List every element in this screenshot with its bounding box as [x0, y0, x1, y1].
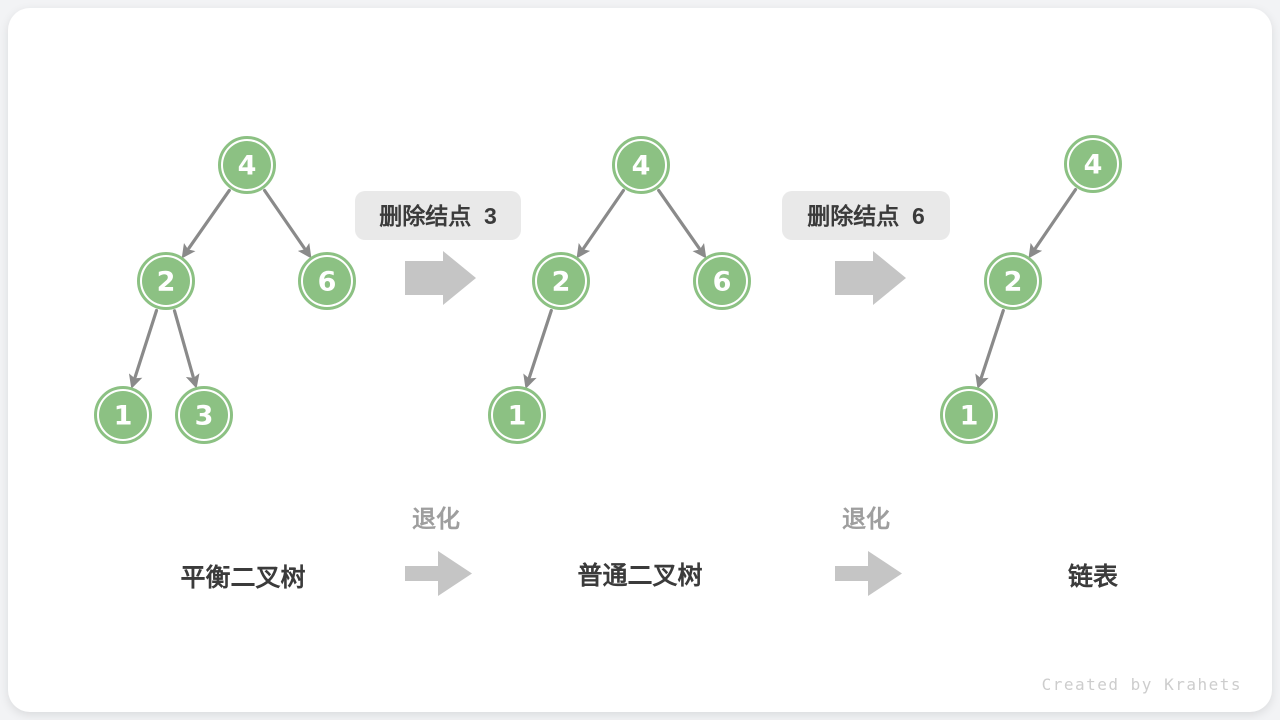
edge-4-6 — [657, 188, 707, 259]
edge-2-1 — [128, 308, 159, 389]
node-value: 1 — [114, 401, 133, 432]
tree-node: 4 — [612, 136, 670, 194]
tree-node: 2 — [532, 252, 590, 310]
tree-node: 6 — [298, 252, 356, 310]
node-value: 4 — [238, 151, 257, 182]
tree-ordinary-binary: 4 2 6 1 — [488, 136, 751, 444]
right-block-arrow-icon — [405, 251, 476, 305]
tree-node: 3 — [175, 386, 233, 444]
tree-linked-list: 4 2 1 — [940, 135, 1122, 444]
tree-node: 1 — [488, 386, 546, 444]
stage-label-ordinary: 普通二叉树 — [577, 561, 702, 590]
right-block-arrow-icon — [835, 251, 906, 305]
edge-2-3 — [172, 309, 200, 389]
tree-node: 2 — [137, 252, 195, 310]
diagram-card — [8, 8, 1272, 712]
tree-balanced-binary: 4 2 6 1 3 — [94, 136, 356, 444]
tree-node: 1 — [940, 386, 998, 444]
stage-label-balanced: 平衡二叉树 — [180, 563, 305, 592]
tree-node: 2 — [984, 252, 1042, 310]
node-value: 3 — [195, 401, 214, 432]
transition-label: 删除结点 6 — [807, 203, 925, 229]
tree-node: 4 — [218, 136, 276, 194]
credit-text: Created by Krahets — [1042, 675, 1242, 694]
tree-node: 6 — [693, 252, 751, 310]
node-value: 2 — [157, 267, 176, 298]
edge-4-6 — [263, 188, 312, 259]
node-value: 4 — [1084, 150, 1103, 181]
edge-2-1 — [975, 308, 1005, 389]
right-block-arrow-icon — [835, 551, 902, 596]
transition-delete-6: 删除结点 6 — [782, 191, 950, 305]
degrade-label: 退化 — [842, 505, 890, 533]
node-value: 4 — [632, 151, 651, 182]
tree-node: 4 — [1064, 135, 1122, 193]
transition-delete-3: 删除结点 3 — [355, 191, 521, 305]
node-value: 1 — [508, 401, 527, 432]
edge-2-1 — [523, 308, 553, 389]
node-value: 1 — [960, 401, 979, 432]
transition-label: 删除结点 3 — [379, 203, 497, 229]
node-value: 6 — [713, 267, 732, 298]
node-value: 6 — [318, 267, 337, 298]
transition-label-box — [355, 191, 521, 240]
stage-label-linked-list: 链表 — [1068, 562, 1119, 591]
right-block-arrow-icon — [405, 551, 472, 596]
summary-row: 平衡二叉树 退化 普通二叉树 退化 链表 — [180, 505, 1119, 596]
degrade-label: 退化 — [412, 505, 460, 533]
edge-4-2 — [1028, 188, 1078, 259]
edge-4-2 — [181, 188, 231, 259]
transition-label-box — [782, 191, 950, 240]
node-value: 2 — [1004, 267, 1023, 298]
edge-4-2 — [576, 188, 626, 259]
tree-node: 1 — [94, 386, 152, 444]
node-value: 2 — [552, 267, 571, 298]
